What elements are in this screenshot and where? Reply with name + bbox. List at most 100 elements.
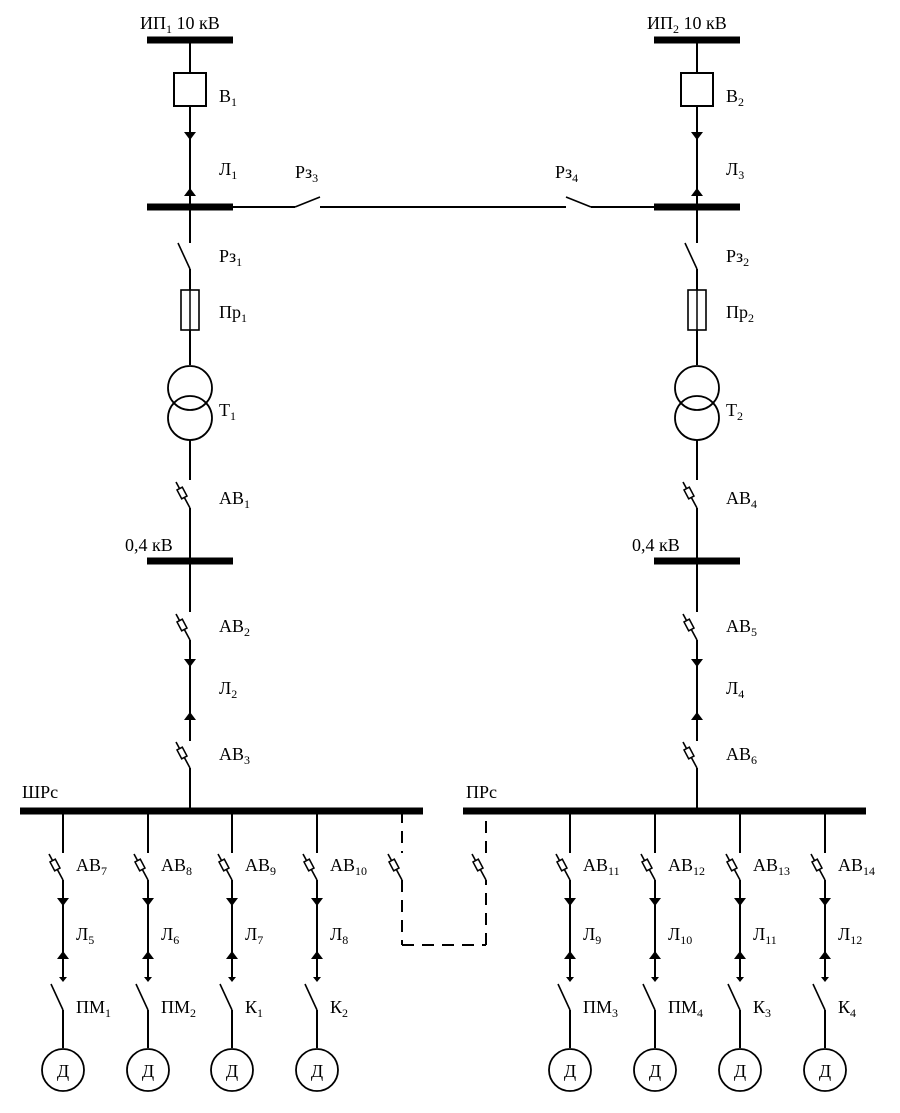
label-main: ПМ: [76, 997, 105, 1017]
right-cable-end-up-icon: [734, 951, 746, 959]
label-subscript: 2: [673, 22, 679, 36]
left-motor-label: Д: [142, 1061, 154, 1081]
right-starter-label: К3: [753, 997, 771, 1020]
right-line-label: Л3: [726, 159, 744, 182]
label-subscript: 1: [166, 22, 172, 36]
right-feeder-line-label: Л9: [583, 924, 601, 947]
label-main: Рз: [295, 162, 312, 182]
right-arrow-icon: [566, 977, 574, 982]
right-source-label: ИП2 10 кВ: [647, 13, 727, 36]
left-cable-end-up-icon: [57, 951, 69, 959]
label-main: В: [726, 86, 738, 106]
right-circuit-breaker-icon: [682, 613, 698, 641]
label-main: Рз: [555, 162, 572, 182]
label-main: АВ: [219, 616, 244, 636]
label-main: АВ: [753, 855, 778, 875]
label-main: К: [838, 997, 851, 1017]
label-subscript: 8: [186, 864, 192, 878]
right-starter-label: ПМ4: [668, 997, 703, 1020]
label-subscript: 5: [88, 933, 94, 947]
label-subscript: 9: [595, 933, 601, 947]
left-cable-end-up-icon: [184, 188, 196, 196]
left-transformer-label: Т1: [219, 400, 236, 423]
left-starter-label: ПМ1: [76, 997, 111, 1020]
label-main: ИП: [140, 13, 166, 33]
label-main: АВ: [219, 488, 244, 508]
right-cable-end-up-icon: [819, 951, 831, 959]
label-main: Л: [726, 159, 738, 179]
right-feeder-av-label: АВ12: [668, 855, 705, 878]
right-breaker-box: [680, 72, 714, 107]
right-starter-label: ПМ3: [583, 997, 618, 1020]
label-subscript: 1: [105, 1006, 111, 1020]
left-starter-blade: [135, 983, 149, 1011]
label-main: АВ: [726, 744, 751, 764]
left-cable-end-down-icon: [142, 898, 154, 906]
left-disconnector-label: Рз1: [219, 246, 242, 269]
left-starter-label: К1: [245, 997, 263, 1020]
label-subscript: 2: [748, 311, 754, 325]
label-main: Пр: [219, 302, 241, 322]
tie-disconnector-blade: [294, 196, 321, 208]
right-transformer-label: Т2: [726, 400, 743, 423]
label-main: Л: [219, 159, 231, 179]
label-subscript: 4: [572, 171, 578, 185]
left-feeder-line-label: Л7: [245, 924, 263, 947]
right-transformer-winding: [674, 365, 720, 411]
left-motor-circle: [41, 1048, 85, 1092]
label-subscript: 12: [850, 933, 862, 947]
label-main: АВ: [161, 855, 186, 875]
right-feeder-breaker-icon: [810, 853, 826, 881]
label-main: Л: [245, 924, 257, 944]
label-main: АВ: [726, 488, 751, 508]
right-starter-blade: [642, 983, 656, 1011]
left-cable-end-down-icon: [57, 898, 69, 906]
label-subscript: 1: [241, 311, 247, 325]
right-arrow-icon: [821, 977, 829, 982]
left-feeder-breaker-icon: [217, 853, 233, 881]
tie-disconnector-blade: [565, 196, 592, 208]
right-av-label: АВ6: [726, 744, 757, 767]
left-cable-end-up-icon: [226, 951, 238, 959]
left-cable-end-down-icon: [311, 898, 323, 906]
label-main: АВ: [76, 855, 101, 875]
left-line-label: Л1: [219, 159, 237, 182]
left-cable-end-down-icon: [226, 898, 238, 906]
right-motor-circle: [548, 1048, 592, 1092]
reserve-breaker-icon: [471, 853, 487, 881]
label-subscript: 4: [738, 687, 744, 701]
left-feeder-line-label: Л8: [330, 924, 348, 947]
label-subscript: 10: [680, 933, 692, 947]
left-cable-end-down-icon: [184, 132, 196, 140]
label-main: Л: [583, 924, 595, 944]
label-main: Т: [219, 400, 230, 420]
label-main: АВ: [726, 616, 751, 636]
label-main: ИП: [647, 13, 673, 33]
label-subscript: 9: [270, 864, 276, 878]
right-starter-blade: [557, 983, 571, 1011]
label-subscript: 3: [244, 753, 250, 767]
label-subscript: 11: [765, 933, 777, 947]
left-arrow-icon: [144, 977, 152, 982]
left-cable-end-down-icon: [184, 659, 196, 667]
right-arrow-icon: [736, 977, 744, 982]
label-main: Л: [219, 678, 231, 698]
label-subscript: 3: [765, 1006, 771, 1020]
label-subscript: 2: [737, 409, 743, 423]
left-motor-label: Д: [311, 1061, 323, 1081]
right-feeder-av-label: АВ11: [583, 855, 620, 878]
label-subscript: 4: [697, 1006, 703, 1020]
right-arrow-icon: [651, 977, 659, 982]
right-disconnector-label: Рз2: [726, 246, 749, 269]
left-av-label: АВ2: [219, 616, 250, 639]
left-motor-label: Д: [226, 1061, 238, 1081]
left-av-label: АВ1: [219, 488, 250, 511]
right-motor-circle: [718, 1048, 762, 1092]
right-transformer-winding: [674, 395, 720, 441]
label-main: Рз: [219, 246, 236, 266]
label-subscript: 1: [257, 1006, 263, 1020]
label-subscript: 2: [190, 1006, 196, 1020]
left-starter-label: ПМ2: [161, 997, 196, 1020]
right-av-label: АВ4: [726, 488, 757, 511]
left-feeder-breaker-icon: [302, 853, 318, 881]
